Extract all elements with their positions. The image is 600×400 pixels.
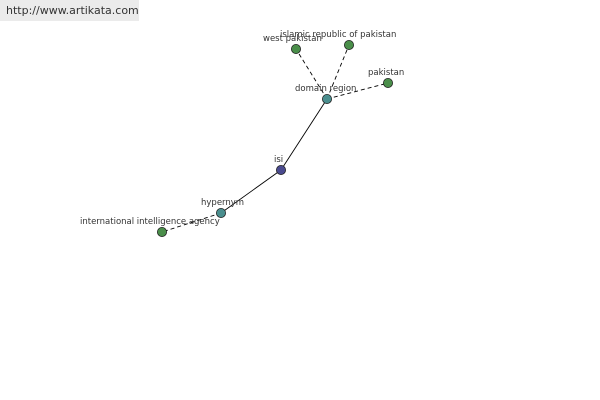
node-domain-region[interactable] [321,94,332,105]
node-label-west-pakistan: west pakistan [263,34,322,44]
node-islamic-republic[interactable] [343,40,354,51]
node-label-intl-agency: international intelligence agency [80,217,220,227]
edge-isi-domain_region [280,98,328,171]
node-hypernym[interactable] [215,207,226,218]
edge-isi-hypernym [220,169,282,214]
node-isi[interactable] [275,164,286,175]
edge-domain_region-pakistan [326,82,389,100]
labels-layer: isi domain region hypernym west pakistanisl… [80,30,404,227]
edge-domain_region-west_pakistan [295,48,328,100]
node-west-pakistan[interactable] [290,44,301,55]
node-intl-agency[interactable] [156,226,167,237]
edges-layer [161,44,389,233]
edge-domain_region-islamic_republic [326,44,350,100]
node-label-domain-region: domain region [295,84,356,94]
edge-hypernym-intl_agency [161,212,222,233]
node-label-isi: isi [274,155,283,165]
watermark-url: http://www.artikata.com [0,0,139,21]
node-label-pakistan: pakistan [368,68,404,78]
node-label-islamic-republic: islamic republic of pakistan [280,30,396,40]
nodes-layer [156,40,393,237]
node-label-hypernym: hypernym [201,198,244,208]
node-pakistan[interactable] [382,78,393,89]
